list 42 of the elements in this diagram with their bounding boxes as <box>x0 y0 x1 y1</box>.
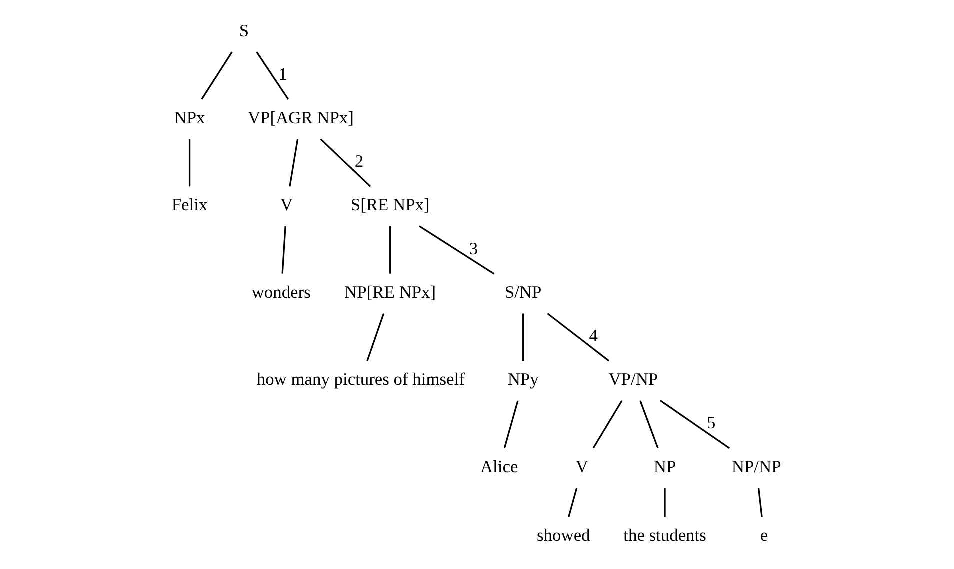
connector <box>256 52 290 100</box>
connector <box>640 400 659 449</box>
connector <box>522 314 524 362</box>
connector <box>547 313 610 362</box>
connector <box>660 400 730 450</box>
node-text: how many pictures of himself <box>256 369 465 390</box>
node-text: VP[AGR NPx] <box>248 108 354 128</box>
node-text: S[RE NPx] <box>350 194 430 215</box>
node-text: S/NP <box>504 282 542 302</box>
connector <box>188 139 191 187</box>
node-text: the students <box>624 524 706 545</box>
connector <box>758 488 763 518</box>
node-text: VP/NP <box>608 369 658 390</box>
connector <box>390 226 392 274</box>
node-text: NP[RE NPx] <box>344 282 436 302</box>
node-text: wonders <box>252 282 311 302</box>
edge-label: 2 <box>354 151 364 172</box>
node-text: NPx <box>174 108 206 128</box>
node-text: Felix <box>172 194 208 215</box>
edge-label: 3 <box>469 238 478 258</box>
node-text: e <box>760 524 768 545</box>
connector <box>568 488 578 518</box>
connector <box>289 139 299 187</box>
connector <box>201 52 233 100</box>
connector <box>664 488 666 518</box>
node-text: V <box>576 456 588 476</box>
node-text: NP <box>654 456 676 476</box>
node-text: NPy <box>508 369 539 390</box>
connector <box>504 400 519 448</box>
edge-label: 5 <box>706 412 716 433</box>
node-text: S <box>239 20 250 40</box>
edge-label: 4 <box>589 326 598 346</box>
connector <box>592 400 623 449</box>
connector <box>320 138 372 188</box>
connector <box>366 313 385 362</box>
node-text: NP/NP <box>732 456 782 476</box>
connector <box>419 226 495 275</box>
connector <box>282 226 286 274</box>
node-text: Alice <box>480 456 518 476</box>
node-text: showed <box>537 524 590 545</box>
edge-label: 1 <box>278 64 288 84</box>
node-text: V <box>280 194 294 215</box>
